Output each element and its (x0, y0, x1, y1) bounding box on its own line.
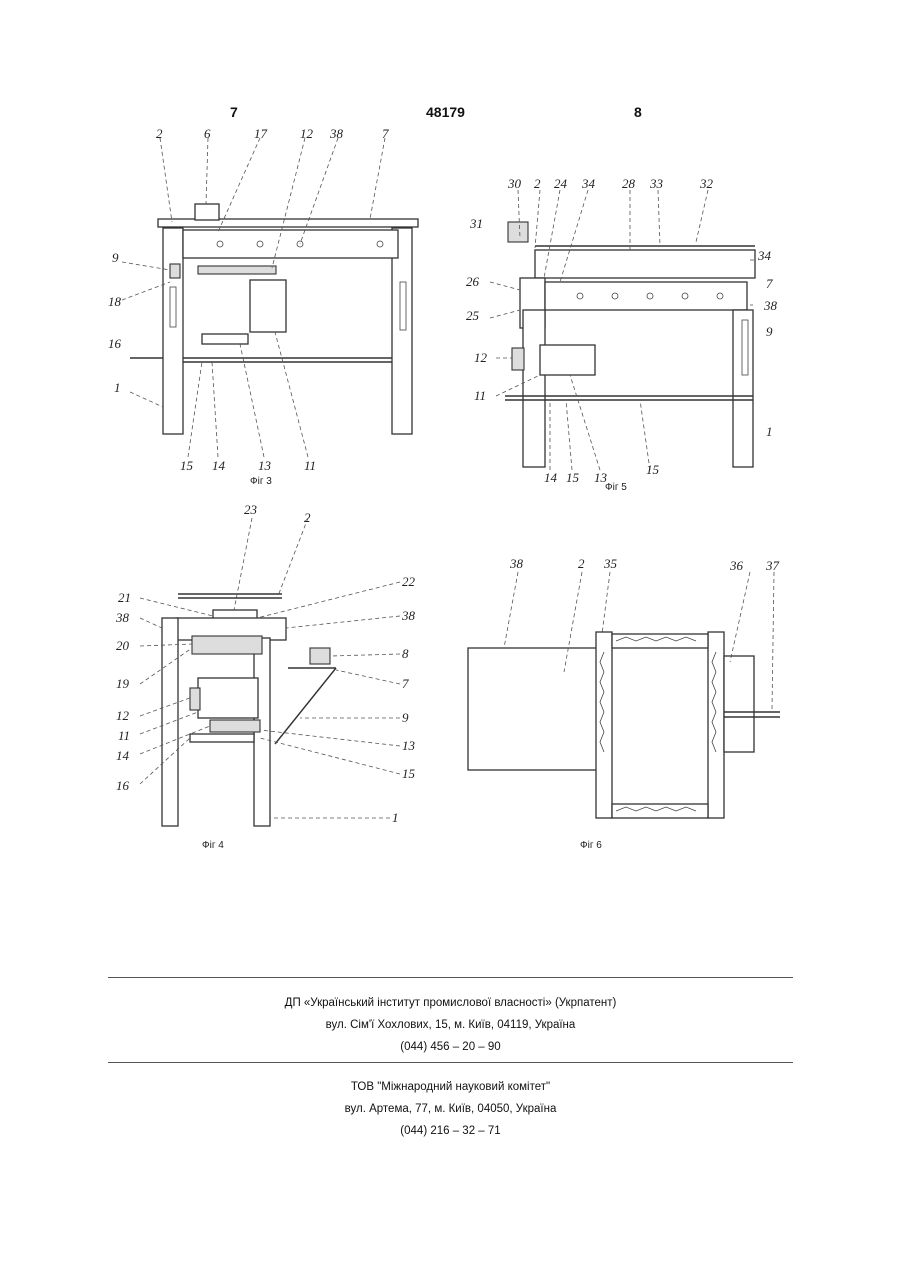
fig4-label: 11 (118, 728, 130, 743)
figure-5: 30 2 24 34 28 33 32 31 26 25 12 11 34 7 … (460, 170, 790, 495)
fig4-label: 19 (116, 676, 130, 691)
fig5-label: 12 (474, 350, 488, 365)
fig3-label: 13 (258, 458, 272, 473)
figure-3: 2 6 17 12 38 7 9 18 16 1 15 14 13 11 Фіг… (100, 122, 440, 494)
fig4-label: 14 (116, 748, 130, 763)
footer-divider-top (108, 977, 793, 978)
fig4-label: 23 (244, 502, 258, 517)
fig6-label: 2 (578, 556, 585, 571)
fig4-label: 38 (401, 608, 416, 623)
fig4-label: 13 (402, 738, 416, 753)
left-page-number: 7 (230, 104, 238, 120)
fig5-label: 38 (763, 298, 778, 313)
footer-block-committee: ТОВ "Міжнародний науковий комітет" вул. … (108, 1076, 793, 1142)
fig6-label: 35 (603, 556, 618, 571)
fig5-label: 33 (649, 176, 664, 191)
fig4-label: 1 (392, 810, 399, 825)
fig6-label: 38 (509, 556, 524, 571)
right-page-number: 8 (634, 104, 642, 120)
fig3-caption: Фіг 3 (250, 476, 272, 487)
fig4-label: 8 (402, 646, 409, 661)
fig6-caption: Фіг 6 (580, 840, 602, 851)
fig5-label: 32 (699, 176, 714, 191)
fig4-label: 12 (116, 708, 130, 723)
fig5-label: 14 (544, 470, 558, 485)
patent-number: 48179 (426, 104, 465, 120)
fig3-label: 12 (300, 126, 314, 141)
fig3-label: 38 (329, 126, 344, 141)
fig4-label: 7 (402, 676, 409, 691)
footer-divider-middle (108, 1062, 793, 1063)
fig4-label: 9 (402, 710, 409, 725)
figure-6: 38 2 35 36 37 Фіг 6 (460, 552, 800, 854)
fig5-label: 15 (646, 462, 660, 477)
fig6-label: 36 (729, 558, 744, 573)
fig5-label: 25 (466, 308, 480, 323)
fig5-label: 11 (474, 388, 486, 403)
fig5-label: 28 (622, 176, 636, 191)
fig5-label: 9 (766, 324, 773, 339)
fig3-label: 14 (212, 458, 226, 473)
fig5-label: 30 (507, 176, 522, 191)
fig5-label: 31 (469, 216, 483, 231)
fig3-label: 18 (108, 294, 122, 309)
ukrpatent-phone: (044) 456 – 20 – 90 (108, 1036, 793, 1058)
fig4-caption: Фіг 4 (202, 840, 224, 851)
fig5-label: 26 (466, 274, 480, 289)
committee-address: вул. Артема, 77, м. Київ, 04050, Україна (108, 1098, 793, 1120)
fig6-label: 37 (765, 558, 780, 573)
fig3-label: 7 (382, 126, 389, 141)
committee-phone: (044) 216 – 32 – 71 (108, 1120, 793, 1142)
fig4-label: 38 (115, 610, 130, 625)
fig4-label: 16 (116, 778, 130, 793)
fig5-label: 2 (534, 176, 541, 191)
fig5-label: 1 (766, 424, 773, 439)
fig3-label: 6 (204, 126, 211, 141)
fig3-label: 1 (114, 380, 121, 395)
fig4-label: 2 (304, 510, 311, 525)
fig5-label: 7 (766, 276, 773, 291)
fig5-label: 34 (581, 176, 596, 191)
fig4-label: 15 (402, 766, 416, 781)
fig5-label: 24 (554, 176, 568, 191)
footer-block-ukrpatent: ДП «Український інститут промислової вла… (108, 992, 793, 1058)
ukrpatent-address: вул. Сім'ї Хохлових, 15, м. Київ, 04119,… (108, 1014, 793, 1036)
fig4-label: 20 (116, 638, 130, 653)
figure-4: 23 2 21 22 38 38 20 8 19 7 12 11 9 14 13… (100, 498, 440, 854)
fig3-label: 2 (156, 126, 163, 141)
fig5-caption: Фіг 5 (605, 482, 627, 493)
fig3-label: 15 (180, 458, 194, 473)
fig4-label: 21 (118, 590, 131, 605)
ukrpatent-org: ДП «Український інститут промислової вла… (108, 992, 793, 1014)
fig3-label: 11 (304, 458, 316, 473)
fig5-label: 34 (757, 248, 772, 263)
committee-org: ТОВ "Міжнародний науковий комітет" (108, 1076, 793, 1098)
fig3-label: 9 (112, 250, 119, 265)
fig3-label: 16 (108, 336, 122, 351)
fig5-label: 15 (566, 470, 580, 485)
fig3-label: 17 (254, 126, 268, 141)
fig4-label: 22 (402, 574, 416, 589)
